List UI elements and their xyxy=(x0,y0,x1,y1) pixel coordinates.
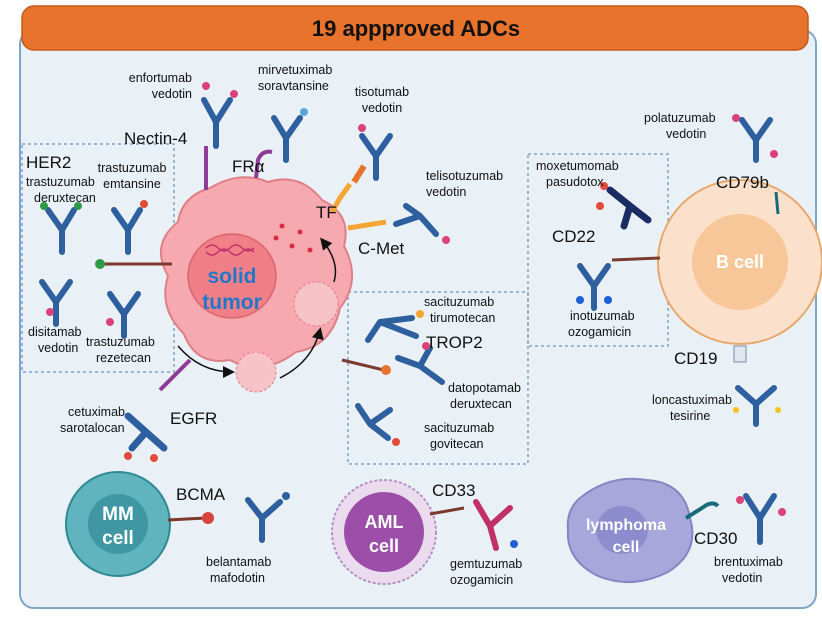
enfortumab-antibody xyxy=(201,82,238,149)
trastuzumab-rezetecan-antibody xyxy=(106,291,141,339)
cd79b-receptor xyxy=(774,191,780,215)
aml-cell-label-2: cell xyxy=(369,536,399,556)
page-title: 19 appproved ADCs xyxy=(312,16,520,41)
target-bcma: BCMA xyxy=(176,485,226,504)
polatuzumab-antibody xyxy=(732,114,778,163)
target-fra: FRα xyxy=(232,157,265,176)
cd33-receptor xyxy=(429,506,465,516)
mm-cell-label-2: cell xyxy=(102,528,134,549)
trastuzumab-emtansine-antibody xyxy=(111,200,148,255)
mirvetuximab-antibody xyxy=(271,108,308,163)
her2-receptor-head xyxy=(95,259,105,269)
cd19-receptor xyxy=(733,345,747,363)
trop2-receptor-head xyxy=(381,365,391,375)
trop2-group-box xyxy=(347,291,529,465)
inotuzumab-antibody xyxy=(576,263,612,311)
lysosome xyxy=(235,351,277,393)
belantamab-antibody xyxy=(245,492,290,543)
target-cd19: CD19 xyxy=(674,349,717,368)
sacituzumab-govitecan-antibody xyxy=(355,403,400,446)
title-banner xyxy=(21,5,809,51)
cetuximab-antibody xyxy=(124,412,168,462)
telisotuzumab-antibody xyxy=(393,203,450,244)
trastuzumab-deruxtecan-antibody xyxy=(40,202,82,255)
aml-cell-label-1: AML xyxy=(365,512,404,532)
tf-receptor xyxy=(329,182,353,214)
mm-nucleus xyxy=(88,494,148,554)
target-tf: TF xyxy=(316,203,337,222)
target-cd79b: CD79b xyxy=(716,173,769,192)
trop2-receptor xyxy=(341,358,385,372)
sacituzumab-tirumotecan-antibody xyxy=(365,310,424,343)
target-nectin4: Nectin-4 xyxy=(124,129,187,148)
solid-tumor-label-1: solid xyxy=(207,265,256,288)
dna-icon xyxy=(205,244,255,256)
loncastuximab-antibody xyxy=(733,385,781,427)
target-her2: HER2 xyxy=(26,153,71,172)
fra-receptor xyxy=(254,149,273,179)
lymphoma-cell-label-2: cell xyxy=(613,539,640,556)
internalization-arrow-3 xyxy=(320,237,337,283)
target-cmet: C-Met xyxy=(358,239,405,258)
egfr-receptor xyxy=(158,358,192,392)
lymphoma-cell-label-1: lymphoma xyxy=(586,517,666,534)
internalization-arrow-2 xyxy=(279,327,324,379)
released-payload-dots xyxy=(273,223,313,253)
cd22-receptor xyxy=(611,256,661,262)
solid-tumor-label-2: tumor xyxy=(202,291,262,314)
datopotamab-antibody xyxy=(395,342,445,385)
brentuximab-antibody xyxy=(736,493,786,545)
b-cell-nucleus xyxy=(692,214,788,310)
target-trop2: TROP2 xyxy=(426,333,483,352)
cd30-receptor xyxy=(684,501,720,520)
target-cd30: CD30 xyxy=(694,529,737,548)
mm-cell-label-1: MM xyxy=(102,504,134,525)
b-cell-label: B cell xyxy=(716,252,764,272)
disitamab-antibody xyxy=(39,279,73,327)
endosome xyxy=(293,281,339,327)
bcma-receptor-head xyxy=(202,512,214,524)
target-cd33: CD33 xyxy=(432,481,475,500)
moxetumomab-antibody xyxy=(596,182,652,230)
tisotumab-antibody xyxy=(351,124,393,184)
bcma-receptor xyxy=(167,516,207,522)
internalization-arrow-1 xyxy=(177,345,235,378)
gemtuzumab-antibody xyxy=(473,499,518,551)
target-cd22: CD22 xyxy=(552,227,595,246)
cmet-receptor xyxy=(347,219,387,231)
target-egfr: EGFR xyxy=(170,409,217,428)
aml-nucleus xyxy=(344,492,424,572)
lymphoma-nucleus xyxy=(596,506,648,554)
